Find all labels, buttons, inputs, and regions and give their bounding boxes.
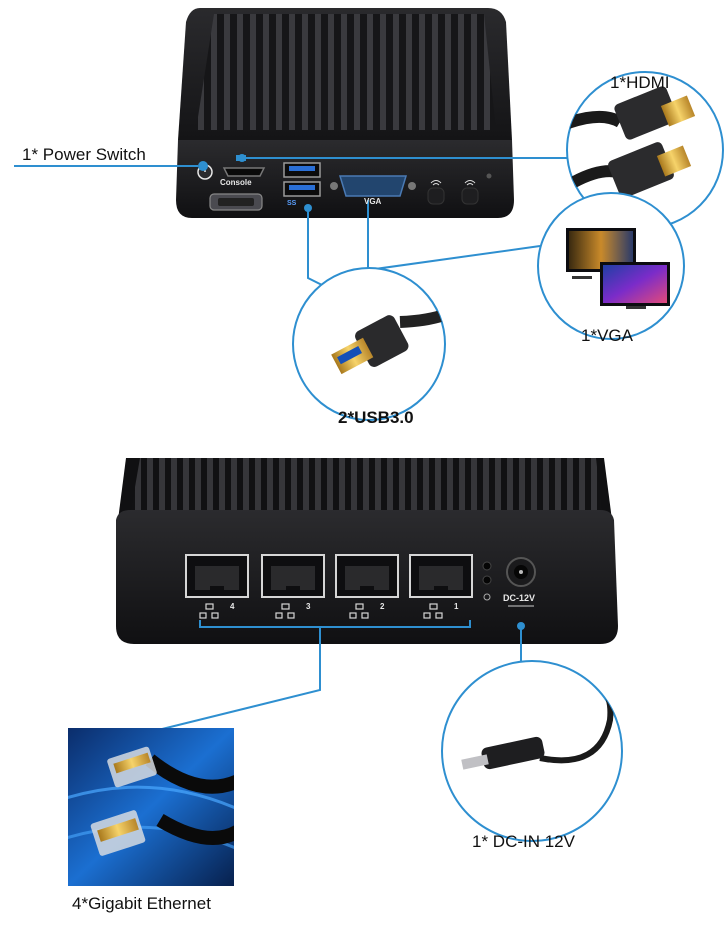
- usb-callout: [292, 267, 446, 421]
- dc-jack-label: DC-12V: [503, 593, 536, 603]
- lan-number-1: 1: [454, 602, 459, 611]
- callout-lines: [14, 157, 570, 733]
- usb-label: 2*USB3.0: [338, 408, 414, 427]
- dc-in-label: 1* DC-IN 12V: [472, 832, 575, 851]
- lan-number-3: 3: [306, 602, 311, 611]
- hdmi-label: 1*HDMI: [610, 73, 670, 92]
- rear-device: [116, 458, 618, 644]
- vga-port-label: VGA: [364, 197, 382, 206]
- dc-callout: [441, 660, 623, 842]
- usb-ss-mark: SS: [287, 200, 297, 207]
- front-device: [176, 8, 514, 218]
- lan-ports: [185, 554, 473, 598]
- console-port-label: Console: [220, 178, 252, 187]
- power-switch-label: 1* Power Switch: [22, 145, 146, 164]
- lan-number-4: 4: [230, 602, 235, 611]
- lan-number-2: 2: [380, 602, 385, 611]
- vga-callout: [537, 192, 685, 340]
- ethernet-photo: [68, 728, 234, 886]
- vga-label: 1*VGA: [581, 326, 633, 345]
- ethernet-label: 4*Gigabit Ethernet: [72, 894, 211, 913]
